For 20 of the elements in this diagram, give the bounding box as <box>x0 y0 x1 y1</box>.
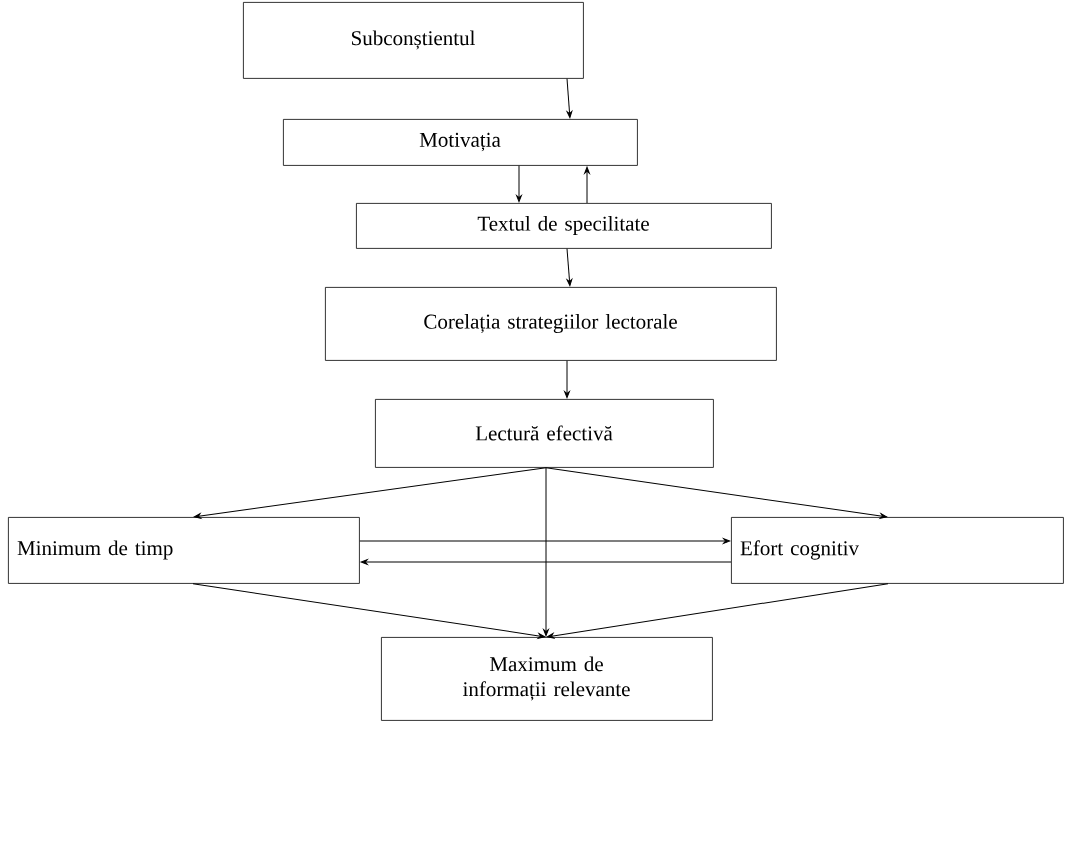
arrow <box>359 538 731 544</box>
process-box: Corelația strategiilor lectorale <box>325 287 777 361</box>
arrow <box>566 248 573 287</box>
arrow <box>545 467 888 519</box>
process-box: Motivația <box>283 119 638 166</box>
arrow <box>584 166 590 204</box>
arrow <box>543 467 549 637</box>
process-box: Lectură efectivă <box>375 399 714 468</box>
process-box: Textul de specilitate <box>356 203 772 249</box>
arrow <box>566 78 573 119</box>
arrow <box>546 583 889 639</box>
arrow <box>516 165 522 203</box>
process-box: Minimum de timp <box>8 517 360 584</box>
arrow <box>192 583 546 639</box>
process-box: Subconștientul <box>243 2 584 79</box>
arrow <box>564 360 570 399</box>
process-box: Maximum de informații relevante <box>381 637 713 721</box>
arrow <box>193 467 547 519</box>
arrow <box>360 559 732 565</box>
process-box: Efort cognitiv <box>731 517 1064 584</box>
